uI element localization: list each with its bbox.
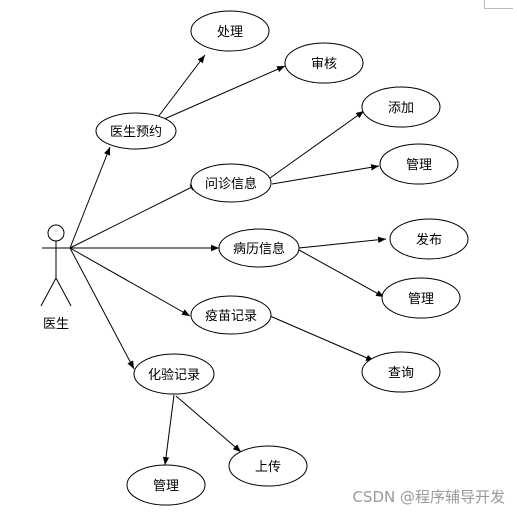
usecase-shangchuan[interactable]: 上传: [228, 445, 308, 487]
association-lines: [69, 54, 387, 466]
edge-yuyue-to-shenhe: [161, 65, 286, 121]
usecase-yimiao-label: 疫苗记录: [205, 308, 257, 324]
edge-actor-to-huayan: [69, 247, 135, 370]
usecase-shenhe[interactable]: 审核: [284, 42, 364, 84]
usecase-chaxun-label: 查询: [388, 366, 414, 381]
actor-leg-left: [40, 277, 57, 307]
edge-bingli-to-fabu: [298, 236, 387, 249]
usecase-guanli-bingli[interactable]: 管理: [381, 277, 461, 319]
edge-actor-to-wenzhen: [69, 183, 199, 249]
usecase-chaxun[interactable]: 查询: [361, 351, 441, 393]
usecase-huayan[interactable]: 化验记录: [133, 353, 215, 395]
actor-doctor: [40, 224, 72, 307]
usecase-shangchuan-label: 上传: [255, 460, 281, 475]
actor-leg-right: [55, 277, 72, 307]
usecase-bingli-label: 病历信息: [233, 241, 285, 257]
edge-actor-to-yuyue: [69, 146, 111, 249]
edge-huayan-to-guanli: [162, 394, 175, 466]
usecase-guanli-wenzhen-label: 管理: [406, 158, 432, 173]
edge-wenzhen-to-tianjia: [269, 110, 365, 179]
edge-actor-to-yimiao: [69, 247, 191, 317]
edge-wenzhen-to-guanli: [271, 164, 380, 185]
usecase-chuli-label: 处理: [217, 25, 243, 40]
usecase-guanli-wenzhen[interactable]: 管理: [379, 143, 459, 185]
usecase-bingli[interactable]: 病历信息: [218, 228, 300, 268]
frame-corner: [484, 0, 513, 9]
usecase-guanli-huayan-label: 管理: [153, 479, 179, 494]
usecase-wenzhen-label: 问诊信息: [205, 176, 257, 192]
usecase-yuyue-label: 医生预约: [110, 125, 162, 140]
watermark: CSDN @程序辅导开发: [352, 488, 505, 506]
usecase-yuyue[interactable]: 医生预约: [95, 112, 177, 150]
usecase-huayan-label: 化验记录: [148, 367, 200, 383]
edge-yimiao-to-chaxun: [269, 315, 375, 362]
edge-bingli-to-guanli: [298, 249, 385, 298]
edge-yuyue-to-chuli: [157, 54, 206, 118]
edge-huayan-to-shangchuan: [175, 395, 242, 453]
actor-head: [47, 224, 65, 242]
usecase-tianjia-label: 添加: [388, 101, 414, 116]
usecase-yimiao[interactable]: 疫苗记录: [190, 295, 272, 335]
actor-label: 医生: [43, 317, 69, 332]
usecase-wenzhen[interactable]: 问诊信息: [190, 163, 272, 203]
usecase-tianjia[interactable]: 添加: [361, 86, 441, 128]
usecase-guanli-bingli-label: 管理: [408, 292, 434, 307]
usecase-chuli[interactable]: 处理: [190, 10, 270, 52]
usecase-guanli-huayan[interactable]: 管理: [126, 464, 206, 506]
usecase-fabu[interactable]: 发布: [389, 218, 469, 260]
usecase-fabu-label: 发布: [416, 232, 442, 248]
usecase-shenhe-label: 审核: [311, 57, 337, 72]
